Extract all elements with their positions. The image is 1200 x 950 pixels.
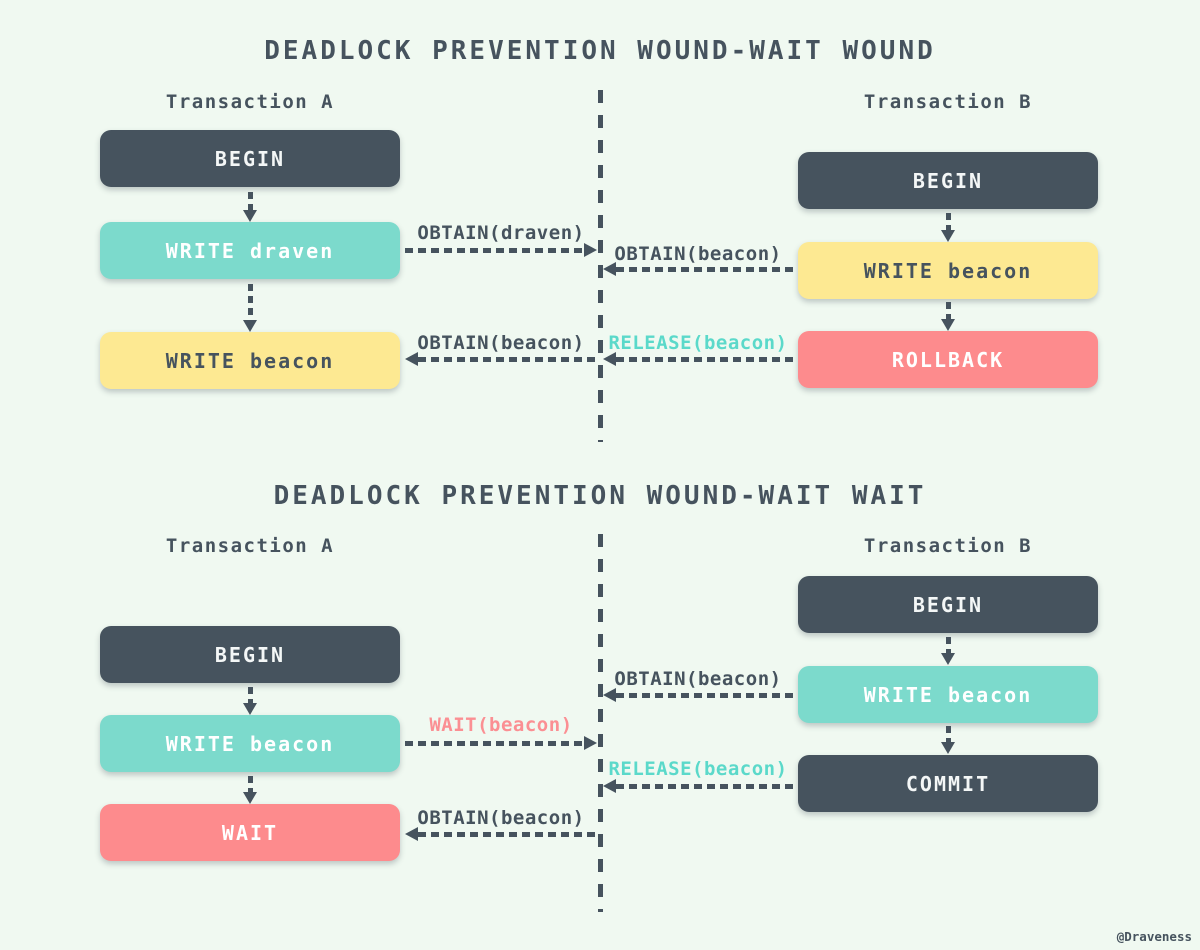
timeline-divider <box>598 90 603 442</box>
message-label: OBTAIN(beacon) <box>614 243 782 265</box>
node-write-beacon: WRITE beacon <box>798 242 1098 299</box>
diagram2-title: DEADLOCK PREVENTION WOUND-WAIT WAIT <box>273 481 927 511</box>
message-label: WAIT(beacon) <box>429 714 573 736</box>
diagram2-transaction-a-header: Transaction A <box>165 535 335 557</box>
message-label: OBTAIN(beacon) <box>417 807 585 829</box>
diagram1-title: DEADLOCK PREVENTION WOUND-WAIT WOUND <box>264 36 936 66</box>
message-label: OBTAIN(beacon) <box>614 668 782 690</box>
node-write-draven: WRITE draven <box>100 222 400 279</box>
diagram1-transaction-a-header: Transaction A <box>165 91 335 113</box>
node-write-beacon: WRITE beacon <box>798 666 1098 723</box>
diagram1-transaction-b-header: Transaction B <box>863 91 1033 113</box>
node-wait: WAIT <box>100 804 400 861</box>
node-rollback: ROLLBACK <box>798 331 1098 388</box>
diagram2-transaction-b-header: Transaction B <box>863 535 1033 557</box>
message-label: OBTAIN(beacon) <box>417 332 585 354</box>
message-label: OBTAIN(draven) <box>417 222 585 244</box>
message-label: RELEASE(beacon) <box>608 332 788 354</box>
author-watermark: @Draveness <box>1116 929 1192 944</box>
node-write-beacon: WRITE beacon <box>100 332 400 389</box>
node-begin: BEGIN <box>100 130 400 187</box>
node-begin: BEGIN <box>798 576 1098 633</box>
node-begin: BEGIN <box>100 626 400 683</box>
timeline-divider <box>598 534 603 912</box>
message-label: RELEASE(beacon) <box>608 758 788 780</box>
node-commit: COMMIT <box>798 755 1098 812</box>
node-begin: BEGIN <box>798 152 1098 209</box>
node-write-beacon: WRITE beacon <box>100 715 400 772</box>
